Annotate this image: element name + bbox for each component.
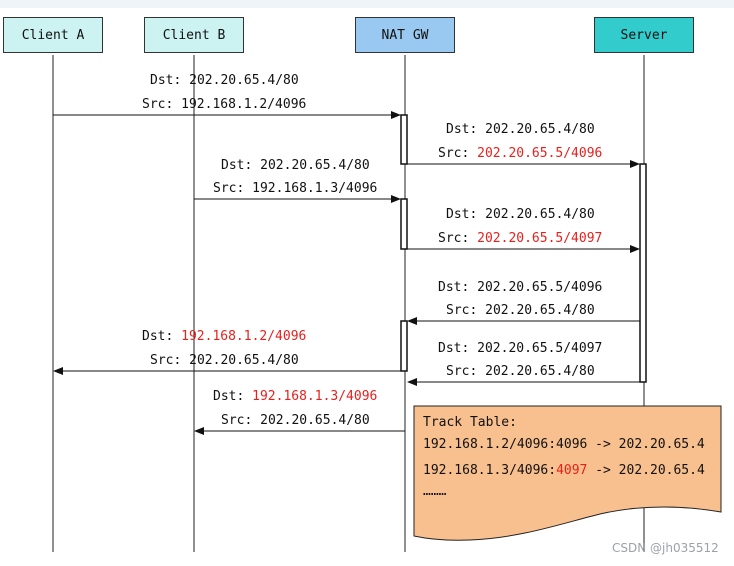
translated-dst: 192.168.1.3/4096 bbox=[252, 389, 378, 404]
msg-2-src: Src: 202.20.65.5/4096 bbox=[438, 146, 603, 161]
translated-src: 202.20.65.5/4097 bbox=[477, 231, 603, 246]
msg-7-src: Src: 202.20.65.4/80 bbox=[150, 353, 299, 368]
participant-client-a: Client A bbox=[3, 17, 103, 53]
server-activation bbox=[639, 163, 647, 383]
msg-2-dst: Dst: 202.20.65.4/80 bbox=[446, 122, 595, 137]
msg-8-src: Src: 202.20.65.4/80 bbox=[221, 413, 370, 428]
msg-3-src: Src: 192.168.1.3/4096 bbox=[213, 181, 378, 196]
nat-activation-3 bbox=[400, 320, 408, 372]
msg-1-dst: Dst: 202.20.65.4/80 bbox=[150, 73, 299, 88]
participant-server: Server bbox=[594, 17, 694, 53]
msg-8-dst: Dst: 192.168.1.3/4096 bbox=[213, 389, 378, 404]
watermark: CSDN @jh035512 bbox=[612, 541, 719, 555]
top-band bbox=[0, 0, 734, 8]
msg-7-dst: Dst: 192.168.1.2/4096 bbox=[142, 329, 307, 344]
msg-1-src: Src: 192.168.1.2/4096 bbox=[142, 97, 307, 112]
msg-5-src: Src: 202.20.65.4/80 bbox=[446, 303, 595, 318]
msg-4-dst: Dst: 202.20.65.4/80 bbox=[446, 207, 595, 222]
track-table-row-2: 192.168.1.3/4096:4097 -> 202.20.65.4 bbox=[423, 463, 705, 478]
track-table-note bbox=[413, 405, 722, 541]
msg-6-dst: Dst: 202.20.65.5/4097 bbox=[438, 341, 603, 356]
msg-4-src: Src: 202.20.65.5/4097 bbox=[438, 231, 603, 246]
participant-client-b: Client B bbox=[144, 17, 244, 53]
participant-nat-gw: NAT GW bbox=[355, 17, 455, 53]
msg-3-dst: Dst: 202.20.65.4/80 bbox=[221, 158, 370, 173]
track-table-ellipsis: ……… bbox=[423, 484, 447, 499]
msg-5-dst: Dst: 202.20.65.5/4096 bbox=[438, 280, 603, 295]
msg-6-src: Src: 202.20.65.4/80 bbox=[446, 364, 595, 379]
nat-activation-2 bbox=[400, 198, 408, 250]
translated-src: 202.20.65.5/4096 bbox=[477, 146, 603, 161]
nat-activation-1 bbox=[400, 114, 408, 165]
track-table-title: Track Table: bbox=[423, 415, 517, 430]
track-table-row-1: 192.168.1.2/4096:4096 -> 202.20.65.4 bbox=[423, 437, 705, 452]
translated-dst: 192.168.1.2/4096 bbox=[181, 329, 307, 344]
